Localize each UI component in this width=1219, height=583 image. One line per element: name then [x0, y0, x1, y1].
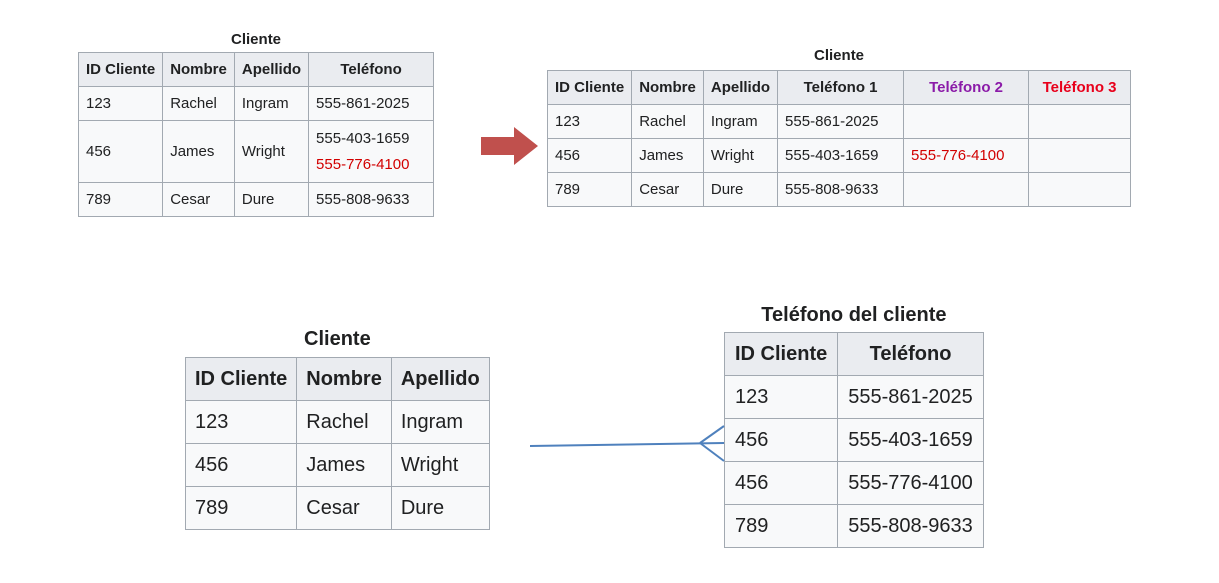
- crows-foot-lower: [699, 442, 725, 462]
- cell-telefono: 555-776-4100: [837, 461, 984, 505]
- one-to-many-connector: [529, 425, 725, 462]
- cell-apellido: Ingram: [702, 104, 779, 139]
- cell-telefono: 555-861-2025: [308, 86, 435, 121]
- cell-id: 789: [546, 172, 633, 207]
- right-arrow-icon: [481, 127, 538, 165]
- table-caption: Teléfono del cliente: [761, 304, 947, 326]
- table-row: 123 555-861-2025: [723, 375, 984, 419]
- cell-telefono: 555-403-1659: [837, 418, 984, 462]
- column-header: Nombre: [631, 70, 704, 105]
- cell-id: 456: [723, 461, 839, 505]
- column-header: ID Cliente: [77, 52, 164, 87]
- cell-telefono-2: [903, 104, 1030, 139]
- cell-id: 123: [184, 400, 298, 444]
- cell-nombre: Rachel: [296, 400, 392, 444]
- cell-apellido: Wright: [233, 120, 310, 183]
- cell-nombre: Rachel: [631, 104, 704, 139]
- cell-nombre: Cesar: [296, 486, 392, 530]
- cell-id: 456: [546, 138, 633, 173]
- table-telefono-del-cliente: Teléfono del cliente ID Cliente Teléfono…: [723, 302, 984, 548]
- column-header: Apellido: [233, 52, 310, 87]
- cell-apellido: Wright: [390, 443, 490, 487]
- cell-telefono-3: [1028, 172, 1132, 207]
- column-header: Teléfono: [308, 52, 435, 87]
- cell-nombre: Rachel: [162, 86, 235, 121]
- table-header-row: ID Cliente Teléfono: [723, 332, 984, 376]
- column-header: Teléfono: [837, 332, 984, 376]
- table-cliente-original: Cliente ID Cliente Nombre Apellido Teléf…: [77, 30, 435, 217]
- cell-nombre: Cesar: [631, 172, 704, 207]
- table-row: 789 Cesar Dure 555-808-9633: [77, 182, 435, 217]
- cliente-table-wide: ID Cliente Nombre Apellido Teléfono 1 Te…: [546, 70, 1132, 207]
- cell-id: 123: [723, 375, 839, 419]
- table-row: 456 James Wright 555-403-1659 555-776-41…: [546, 138, 1132, 173]
- table-cliente-repeating-columns: Cliente ID Cliente Nombre Apellido Teléf…: [546, 46, 1132, 207]
- column-header: ID Cliente: [723, 332, 839, 376]
- column-header: Teléfono 3: [1028, 70, 1132, 105]
- cell-nombre: James: [296, 443, 392, 487]
- cell-telefono-2: 555-776-4100: [903, 138, 1030, 173]
- column-header: Apellido: [390, 357, 490, 401]
- cell-id: 789: [77, 182, 164, 217]
- table-row: 456 555-776-4100: [723, 461, 984, 505]
- telefono-table: ID Cliente Teléfono 123 555-861-2025 456…: [723, 332, 984, 548]
- table-row: 123 Rachel Ingram 555-861-2025: [77, 86, 435, 121]
- table-caption: Cliente: [814, 47, 865, 64]
- cell-telefono-1: 555-808-9633: [777, 172, 905, 207]
- cell-id: 789: [184, 486, 298, 530]
- column-header: Nombre: [296, 357, 392, 401]
- cell-telefono: 555-808-9633: [837, 504, 984, 548]
- connector-line: [529, 442, 725, 447]
- cell-telefono-1: 555-861-2025: [777, 104, 905, 139]
- cliente-table-normalized: ID Cliente Nombre Apellido 123 Rachel In…: [184, 357, 490, 530]
- cliente-table: ID Cliente Nombre Apellido Teléfono 123 …: [77, 52, 435, 217]
- cell-apellido: Ingram: [390, 400, 490, 444]
- cell-id: 456: [723, 418, 839, 462]
- cell-apellido: Wright: [702, 138, 779, 173]
- table-row: 456 555-403-1659: [723, 418, 984, 462]
- table-row: 456 James Wright: [184, 443, 490, 487]
- cell-telefono: 555-861-2025: [837, 375, 984, 419]
- table-row: 789 Cesar Dure 555-808-9633: [546, 172, 1132, 207]
- table-row: 456 James Wright 555-403-1659 555-776-41…: [77, 120, 435, 183]
- table-header-row: ID Cliente Nombre Apellido: [184, 357, 490, 401]
- crows-foot-upper: [699, 425, 725, 444]
- cell-apellido: Dure: [702, 172, 779, 207]
- table-row: 123 Rachel Ingram: [184, 400, 490, 444]
- cell-telefono-multi: 555-403-1659 555-776-4100: [308, 120, 435, 183]
- table-row: 789 Cesar Dure: [184, 486, 490, 530]
- table-header-row: ID Cliente Nombre Apellido Teléfono: [77, 52, 435, 87]
- cell-apellido: Dure: [390, 486, 490, 530]
- table-caption: Cliente: [304, 328, 371, 350]
- cell-id: 789: [723, 504, 839, 548]
- column-header: ID Cliente: [184, 357, 298, 401]
- cell-telefono: 555-808-9633: [308, 182, 435, 217]
- cell-id: 456: [77, 120, 164, 183]
- table-cliente-normalized: Cliente ID Cliente Nombre Apellido 123 R…: [184, 325, 490, 530]
- column-header: ID Cliente: [546, 70, 633, 105]
- phone-value: 555-403-1659: [316, 129, 410, 147]
- cell-id: 123: [77, 86, 164, 121]
- column-header: Nombre: [162, 52, 235, 87]
- cell-nombre: Cesar: [162, 182, 235, 217]
- table-caption: Cliente: [231, 31, 282, 48]
- phone-value-extra: 555-776-4100: [316, 155, 410, 173]
- table-row: 789 555-808-9633: [723, 504, 984, 548]
- cell-apellido: Ingram: [233, 86, 310, 121]
- table-header-row: ID Cliente Nombre Apellido Teléfono 1 Te…: [546, 70, 1132, 105]
- cell-apellido: Dure: [233, 182, 310, 217]
